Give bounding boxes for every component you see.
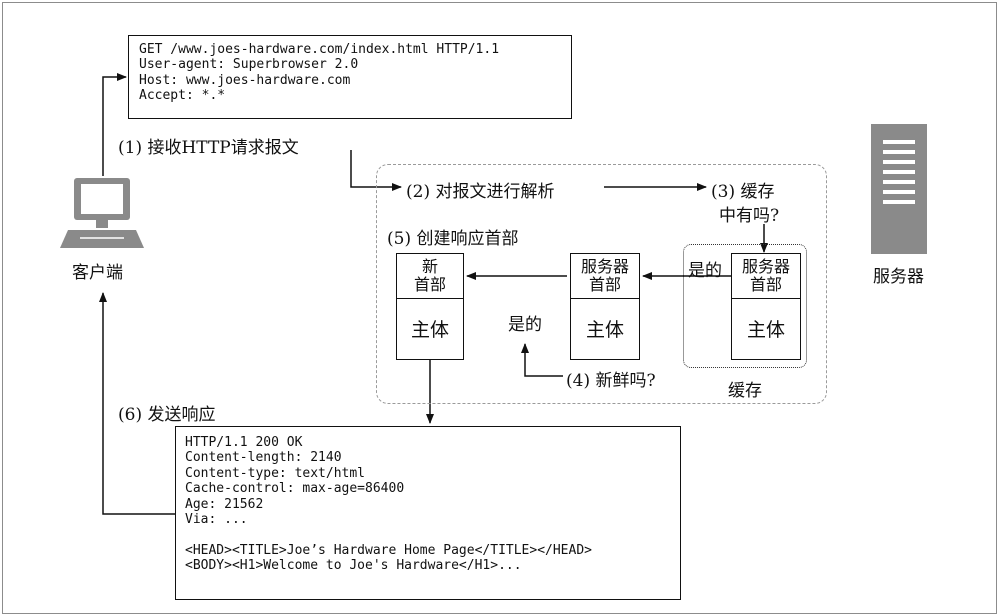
new-header-label: 新 xyxy=(421,257,438,276)
request-line: Host: www.joes-hardware.com xyxy=(139,72,351,88)
request-box: GET /www.joes-hardware.com/index.html HT… xyxy=(128,35,572,119)
client-computer-icon xyxy=(60,178,144,248)
step-1-label: (1) 接收HTTP请求报文 xyxy=(118,138,299,158)
new-header-label: 首部 xyxy=(413,275,446,294)
cached-header-label: 服务器 xyxy=(741,257,790,276)
response-line: <BODY><H1>Welcome to Joe's Hardware</H1>… xyxy=(185,558,522,574)
server-label: 服务器 xyxy=(873,267,924,287)
request-line: User-agent: Superbrowser 2.0 xyxy=(139,57,359,73)
cached-message-header: 服务器 首部 xyxy=(732,254,800,299)
response-line: Via: ... xyxy=(185,512,248,528)
yes-cached-label: 是的 xyxy=(688,261,722,281)
request-line: GET /www.joes-hardware.com/index.html HT… xyxy=(139,42,500,57)
client-label: 客户端 xyxy=(72,263,123,283)
response-box: HTTP/1.1 200 OK Content-length: 2140 Con… xyxy=(175,426,681,600)
arrow-client-to-request xyxy=(102,73,127,176)
cache-label: 缓存 xyxy=(728,381,762,401)
response-line: Content-length: 2140 xyxy=(185,450,342,466)
processing-region xyxy=(376,164,827,404)
cached-message: 服务器 首部 主体 xyxy=(731,253,801,360)
new-message-body: 主体 xyxy=(410,319,449,341)
step-6-label: (6) 发送响应 xyxy=(118,405,216,425)
server-icon xyxy=(871,124,927,254)
step-2-label: (2) 对报文进行解析 xyxy=(406,182,555,202)
copied-header-label: 首部 xyxy=(588,275,621,294)
request-line: Accept: *.* xyxy=(139,88,226,104)
step-3-label-cont: 中有吗? xyxy=(719,206,780,226)
response-line: Age: 21562 xyxy=(185,496,264,512)
yes-fresh-label: 是的 xyxy=(508,315,542,335)
step-5-label: (5) 创建响应首部 xyxy=(387,229,519,249)
step-4-label: (4) 新鲜吗? xyxy=(566,371,656,391)
cache-zone xyxy=(683,244,807,368)
response-line: Cache-control: max-age=86400 xyxy=(185,481,405,497)
copied-message: 服务器 首部 主体 xyxy=(570,253,640,360)
copied-message-header: 服务器 首部 xyxy=(571,254,639,299)
copied-message-body: 主体 xyxy=(585,319,624,341)
new-message-header: 新 首部 xyxy=(397,254,463,299)
cached-header-label: 首部 xyxy=(749,275,782,294)
arrow-fresh-to-yes xyxy=(521,343,563,377)
response-line: HTTP/1.1 200 OK xyxy=(185,435,303,450)
copied-header-label: 服务器 xyxy=(580,257,629,276)
new-message: 新 首部 主体 xyxy=(396,253,464,360)
response-line: Content-type: text/html xyxy=(185,465,366,481)
cached-message-body: 主体 xyxy=(746,319,785,341)
arrow-request-to-parse xyxy=(350,150,402,191)
response-line xyxy=(185,527,680,542)
step-3-label: (3) 缓存 xyxy=(711,182,775,202)
response-line: <HEAD><TITLE>Joe’s Hardware Home Page</T… xyxy=(185,542,592,558)
arrow-response-to-client xyxy=(99,292,175,515)
